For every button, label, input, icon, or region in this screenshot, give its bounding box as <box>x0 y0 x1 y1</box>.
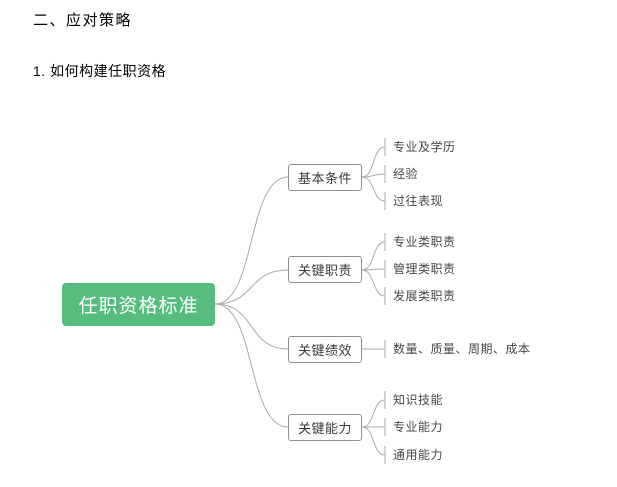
mindmap-leaf: 通用能力 <box>393 448 444 462</box>
connector-path <box>361 176 386 202</box>
mindmap-leaf: 发展类职责 <box>393 289 456 303</box>
connector-path <box>214 176 289 305</box>
connector-path <box>214 303 289 428</box>
mindmap-leaf: 数量、质量、周期、成本 <box>393 342 531 356</box>
branch-basic-conditions: 基本条件 <box>288 164 362 191</box>
branch-key-responsibilities: 关键职责 <box>288 256 362 283</box>
mindmap-leaf: 经验 <box>393 167 419 181</box>
connector-path <box>361 399 386 428</box>
branch-key-competence: 关键能力 <box>288 414 362 441</box>
mindmap-leaf: 管理类职责 <box>393 262 456 276</box>
connector-path <box>214 303 289 350</box>
connector-path <box>361 241 386 271</box>
mindmap-leaf: 知识技能 <box>393 393 444 407</box>
connector-path <box>361 173 386 178</box>
mindmap-leaf: 专业类职责 <box>393 235 456 249</box>
branch-leaf-connectors <box>361 146 386 456</box>
mindmap-root-node: 任职资格标准 <box>62 283 215 326</box>
mindmap-leaf: 专业及学历 <box>393 140 456 154</box>
section-heading: 二、应对策略 <box>33 12 133 29</box>
connector-path <box>361 426 386 456</box>
connector-path <box>214 269 289 305</box>
root-branch-connectors <box>214 176 289 428</box>
mindmap-leaf: 过往表现 <box>393 194 444 208</box>
mindmap-leaf: 专业能力 <box>393 420 444 434</box>
item-heading: 1. 如何构建任职资格 <box>33 63 167 79</box>
connector-path <box>361 146 386 178</box>
connector-path <box>361 269 386 297</box>
branch-key-performance: 关键绩效 <box>288 336 362 363</box>
